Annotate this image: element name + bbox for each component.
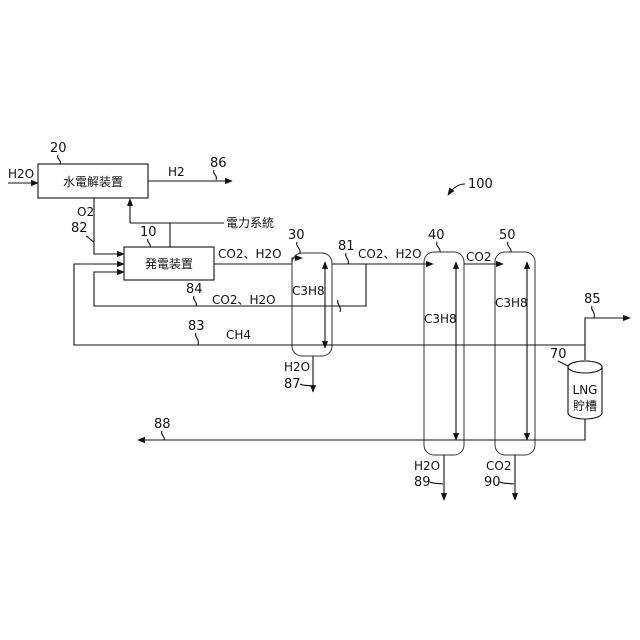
column-50-ref-leader xyxy=(508,242,512,252)
lng-tank-ref: 70 xyxy=(550,347,567,362)
o2-label: O2 xyxy=(77,205,94,219)
ref-89-leader xyxy=(430,482,443,484)
ref-85-leader xyxy=(592,306,595,318)
stream-89-label: H2O xyxy=(414,459,440,473)
stream-40-50-label: CO2 xyxy=(466,250,491,264)
ref-88: 88 xyxy=(154,417,171,432)
lng-tank-label-line2: 貯槽 xyxy=(573,399,597,413)
ref-88-leader xyxy=(162,431,165,440)
ref-90: 90 xyxy=(484,475,501,490)
ref-86: 86 xyxy=(210,156,227,171)
lng-tank-top xyxy=(568,361,602,373)
column-30-ref: 30 xyxy=(288,228,305,243)
ref-81-leader xyxy=(346,253,349,264)
generator-ref: 10 xyxy=(140,225,157,240)
stream-90-label: CO2 xyxy=(486,459,511,473)
gen-out-label: CO2、H2O xyxy=(218,247,282,261)
h2o-inlet-label: H2O xyxy=(8,167,34,181)
h2-outlet-label: H2 xyxy=(168,165,185,179)
column-50-label: C3H8 xyxy=(495,296,528,310)
ref-84-leader xyxy=(194,296,197,306)
electrolyzer-ref-leader xyxy=(58,155,61,164)
ref-89: 89 xyxy=(414,475,431,490)
ref-82-leader xyxy=(86,236,94,242)
ref-90-leader xyxy=(500,482,514,484)
column-50-ref: 50 xyxy=(499,228,516,243)
column-40-label: C3H8 xyxy=(424,312,457,326)
column-40-ref-leader xyxy=(437,242,441,252)
ref-87: 87 xyxy=(284,377,301,392)
column-30-ref-leader xyxy=(297,242,301,253)
electrolyzer-ref: 20 xyxy=(50,141,67,156)
ref-83-leader xyxy=(196,333,199,345)
figure-ref-leader xyxy=(448,184,465,195)
generator-ref-leader xyxy=(148,239,151,247)
ref-83: 83 xyxy=(188,319,205,334)
column-40-ref: 40 xyxy=(428,228,445,243)
figure-ref-label: 100 xyxy=(468,177,493,192)
stream-83-label: CH4 xyxy=(226,328,251,342)
stream-84-label: CO2、H2O xyxy=(212,293,276,307)
ref-86-leader xyxy=(214,170,217,180)
stream-85-line xyxy=(585,318,630,345)
column-30 xyxy=(292,253,332,356)
column-30-label: C3H8 xyxy=(292,284,325,298)
column-40 xyxy=(424,252,464,455)
column-50 xyxy=(495,252,535,455)
power-grid-label: 電力系統 xyxy=(226,216,274,230)
ref-85: 85 xyxy=(584,292,601,307)
o2-stream-arrow xyxy=(94,198,124,254)
stream-87-label: H2O xyxy=(284,360,310,374)
lng-tank-label-line1: LNG xyxy=(573,383,598,397)
ref-84: 84 xyxy=(186,282,203,297)
generator-label: 発電装置 xyxy=(145,257,193,271)
electrolyzer-label: 水電解装置 xyxy=(63,175,123,189)
stream-81-label: CO2、H2O xyxy=(358,247,422,261)
ref-82: 82 xyxy=(71,221,88,236)
ref-81: 81 xyxy=(338,239,355,254)
stream-88-line xyxy=(138,419,585,440)
ref-87-leader xyxy=(300,384,312,386)
